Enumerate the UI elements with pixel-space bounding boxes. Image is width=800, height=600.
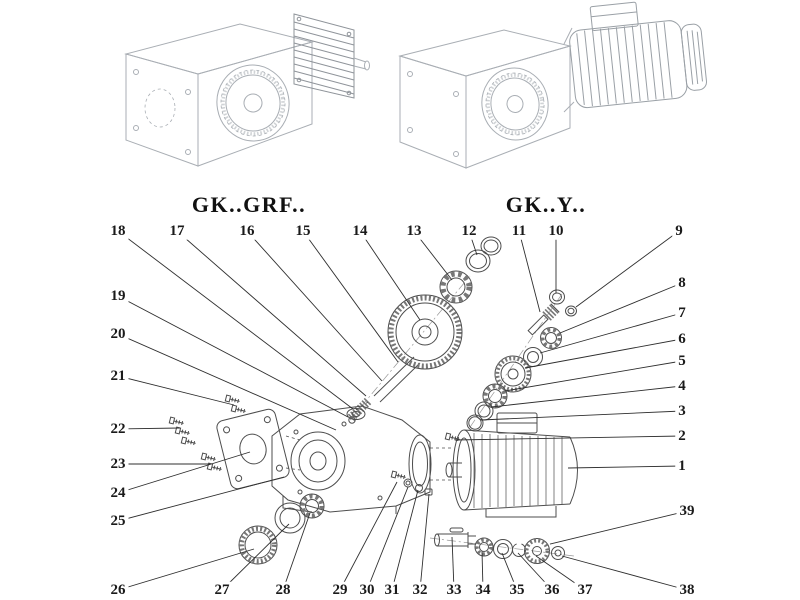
part-number-24: 24: [107, 484, 129, 502]
assembled-motor: [569, 1, 708, 109]
leader-line-7: [539, 312, 683, 354]
part-number-1: 1: [675, 457, 689, 475]
exploded-view: [168, 236, 578, 565]
leader-line-39: [549, 510, 688, 545]
leader-line-18: [117, 230, 354, 410]
part-number-11: 11: [508, 222, 530, 240]
part-number-4: 4: [675, 377, 689, 395]
part-number-39: 39: [676, 502, 698, 520]
part-number-2: 2: [675, 427, 689, 445]
output-shaft-assembly: [434, 527, 565, 564]
retaining-rings: [465, 236, 502, 273]
leader-line-8: [559, 282, 683, 334]
leader-line-25: [117, 476, 285, 522]
leader-line-16: [246, 230, 383, 382]
leader-line-9: [575, 230, 680, 308]
leader-lines: [117, 230, 688, 591]
variant-label-gky: GK..Y..: [505, 192, 587, 217]
bearing-bevel: [540, 327, 562, 349]
leader-line-32: [419, 493, 430, 591]
helical-gear: [387, 294, 463, 370]
leader-line-1: [567, 465, 683, 469]
part-number-23: 23: [107, 455, 129, 473]
part-number-30: 30: [356, 581, 378, 599]
leader-line-17: [176, 230, 367, 397]
leader-line-15: [302, 230, 399, 363]
part-number-6: 6: [675, 330, 689, 348]
bearing-upper: [439, 270, 473, 304]
part-number-26: 26: [107, 581, 129, 599]
leader-line-29: [339, 481, 398, 591]
leader-line-33: [451, 536, 455, 591]
flange-fasteners: [390, 470, 433, 496]
leader-line-24: [117, 451, 251, 494]
input-pinion-shaft: [347, 356, 421, 424]
leader-line-3: [480, 410, 683, 421]
bevel-gear: [494, 355, 532, 393]
part-number-20: 20: [107, 325, 129, 343]
part-number-29: 29: [329, 581, 351, 599]
leader-line-14: [359, 230, 421, 321]
part-number-37: 37: [574, 581, 596, 599]
leader-line-31: [391, 489, 419, 591]
part-number-16: 16: [236, 222, 258, 240]
part-number-32: 32: [409, 581, 431, 599]
leader-line-27: [221, 523, 290, 591]
part-number-17: 17: [166, 222, 188, 240]
output-gear-ring: [238, 493, 325, 565]
leader-line-11: [518, 230, 541, 313]
part-number-14: 14: [349, 222, 371, 240]
part-number-28: 28: [272, 581, 294, 599]
variant-label-gkgrf: GK..GRF..: [191, 192, 307, 217]
part-number-27: 27: [211, 581, 233, 599]
part-number-7: 7: [675, 304, 689, 322]
motor-bolt: [444, 432, 461, 443]
part-number-38: 38: [676, 581, 698, 599]
part-number-21: 21: [107, 367, 129, 385]
part-number-15: 15: [292, 222, 314, 240]
leader-line-5: [504, 360, 683, 392]
part-number-9: 9: [672, 222, 686, 240]
part-number-12: 12: [458, 222, 480, 240]
leader-line-6: [524, 338, 683, 369]
gear-housing: [271, 401, 452, 514]
part-number-34: 34: [472, 581, 494, 599]
part-number-19: 19: [107, 287, 129, 305]
cover-plate: [216, 408, 290, 490]
part-number-18: 18: [107, 222, 129, 240]
part-number-25: 25: [107, 512, 129, 530]
part-number-22: 22: [107, 420, 129, 438]
motor: [445, 412, 578, 518]
bevel-pinion: [527, 303, 560, 336]
assembled-gearbox-y: [398, 1, 708, 169]
part-number-33: 33: [443, 581, 465, 599]
leader-line-19: [117, 295, 349, 418]
assembled-gearbox-grf: [124, 13, 370, 167]
part-number-5: 5: [675, 352, 689, 370]
leader-line-20: [117, 333, 337, 431]
leader-line-38: [561, 555, 688, 591]
part-number-31: 31: [381, 581, 403, 599]
leader-line-2: [454, 435, 683, 441]
leader-line-21: [117, 375, 235, 406]
ribbed-cover: [293, 13, 355, 99]
part-number-13: 13: [403, 222, 425, 240]
leader-line-28: [282, 512, 311, 591]
bearing-lower: [482, 383, 508, 409]
part-number-36: 36: [541, 581, 563, 599]
part-number-35: 35: [506, 581, 528, 599]
part-number-10: 10: [545, 222, 567, 240]
part-number-8: 8: [675, 274, 689, 292]
leader-line-30: [366, 486, 409, 591]
leader-line-26: [117, 548, 255, 591]
leader-line-4: [490, 385, 683, 408]
cover-screws: [168, 394, 247, 473]
part-number-3: 3: [675, 402, 689, 420]
small-rings: [549, 289, 577, 317]
